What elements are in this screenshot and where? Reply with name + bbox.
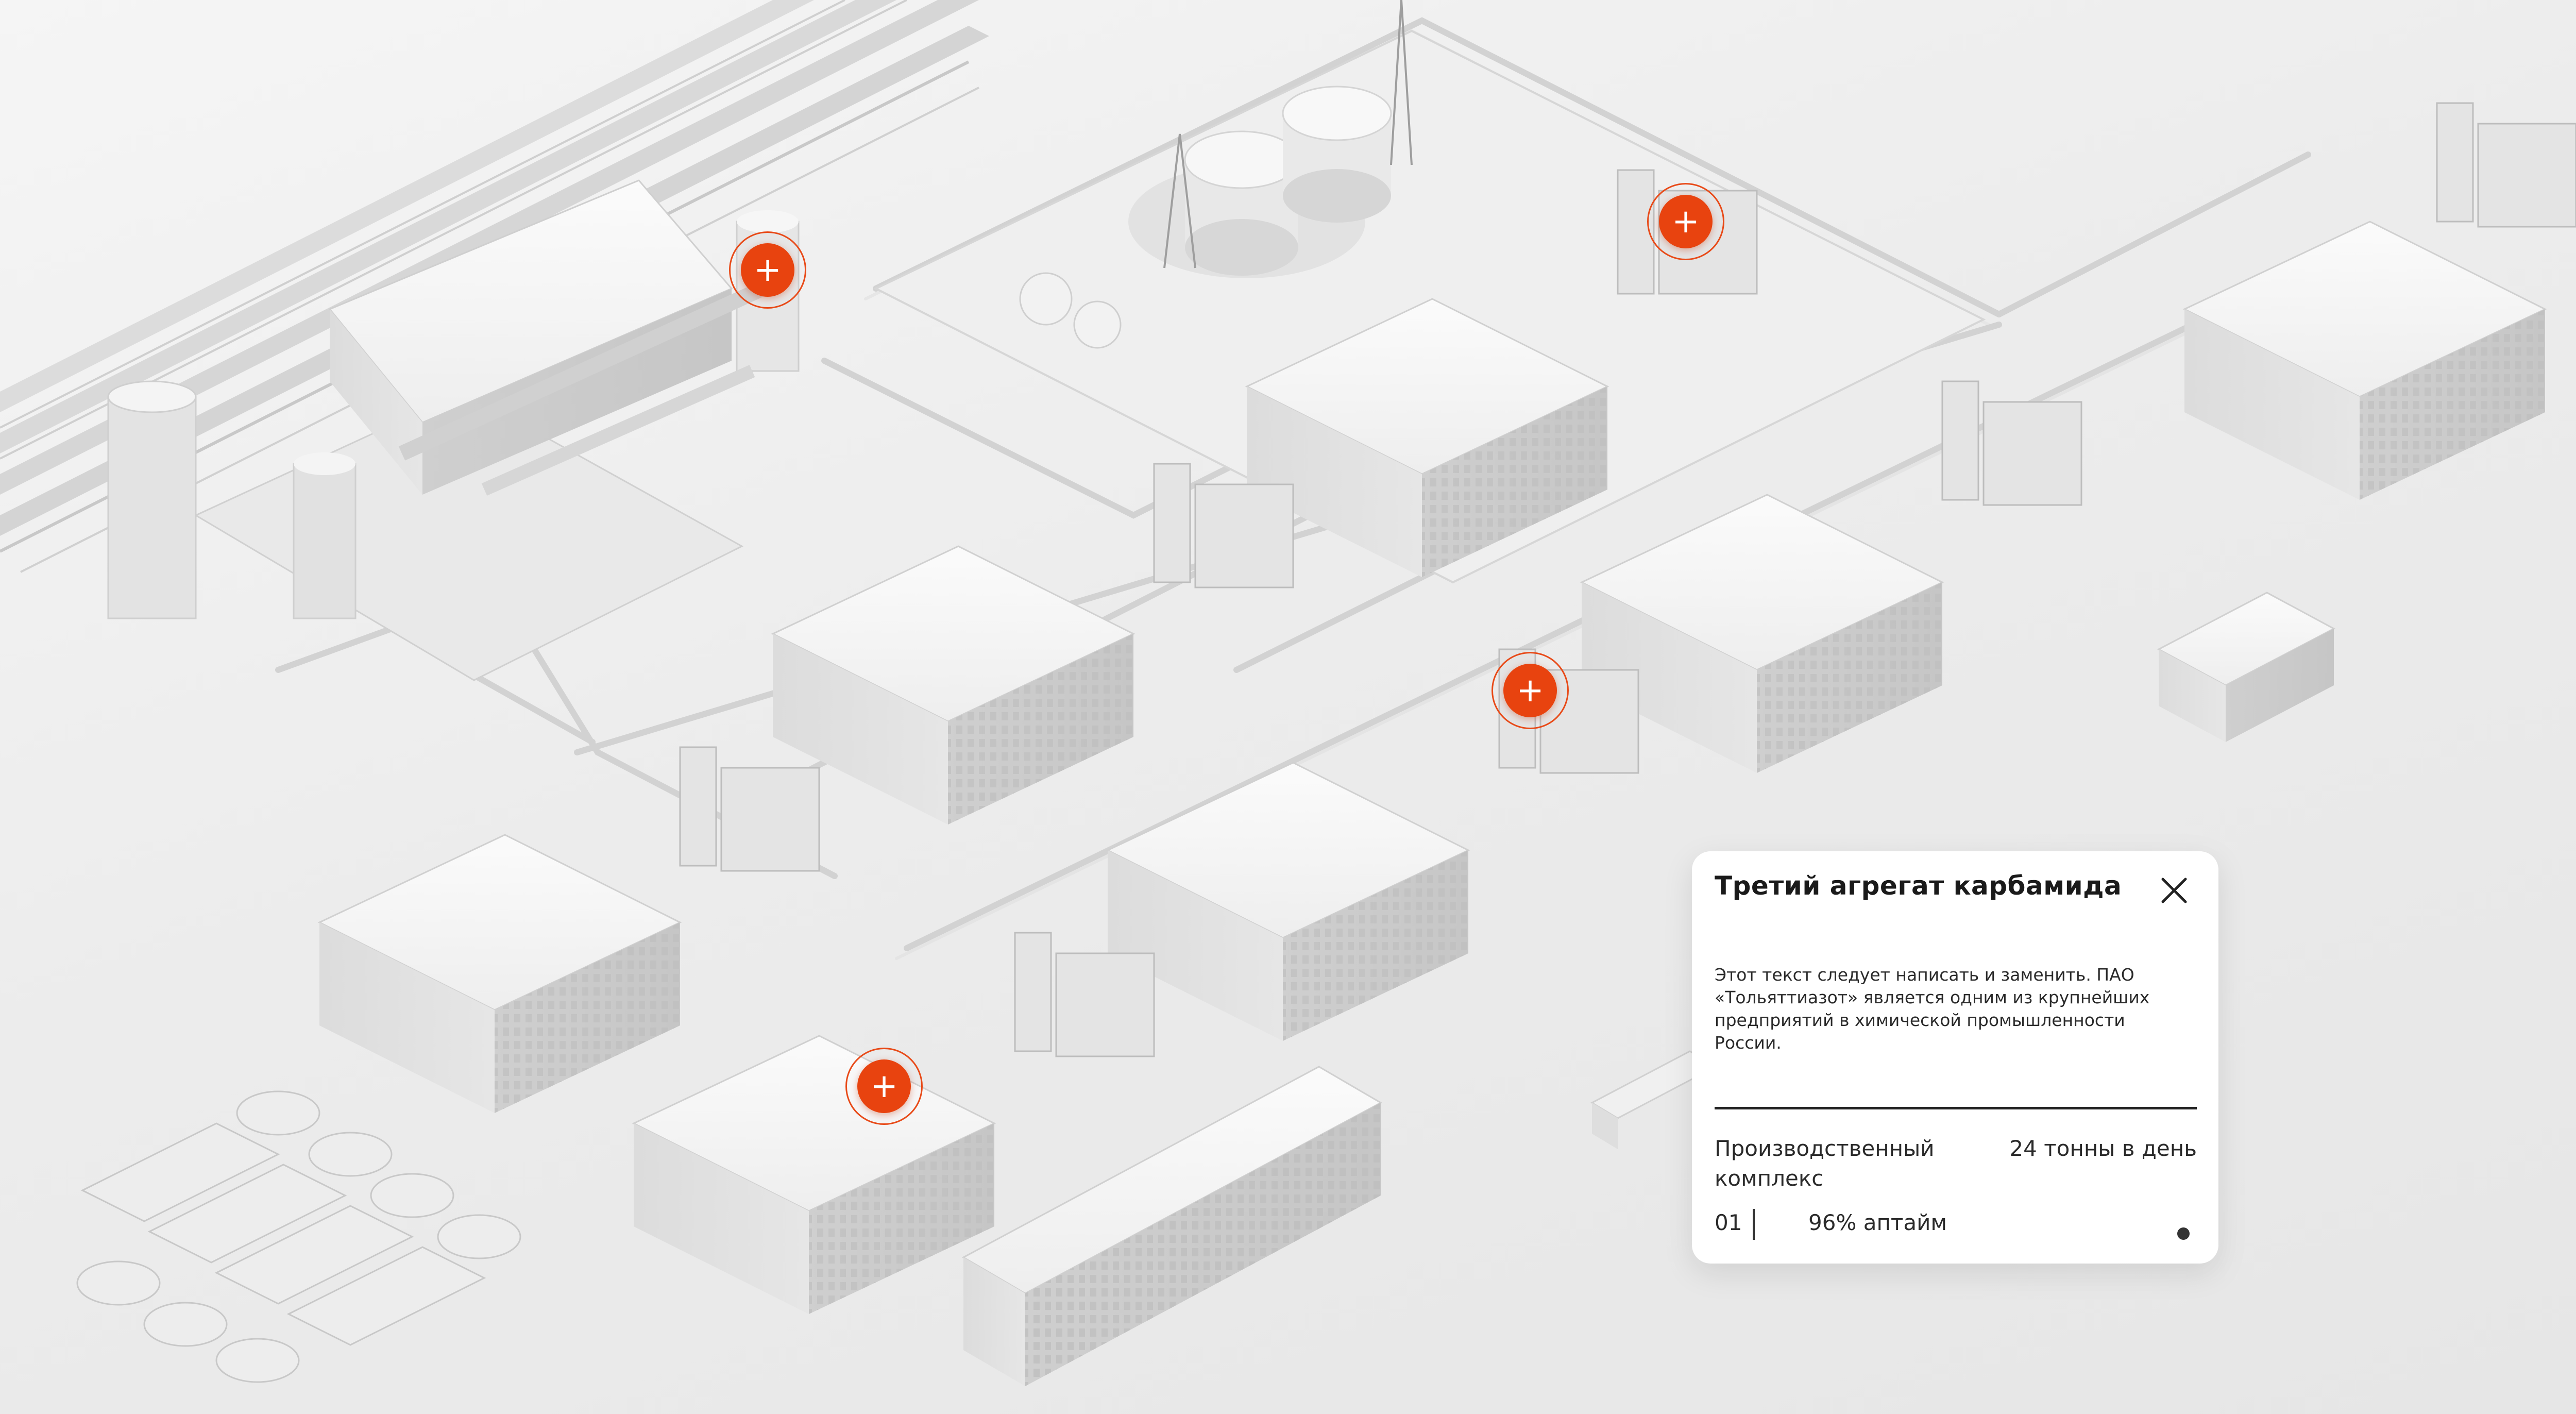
unit-index: 01: [1715, 1210, 1742, 1235]
info-card-divider: [1715, 1107, 2197, 1109]
info-card-description: Этот текст следует написать и заменить. …: [1715, 965, 2150, 1053]
index-separator: [1753, 1209, 1755, 1240]
plus-icon: +: [741, 243, 794, 297]
info-card-title: Третий агрегат карбамида: [1715, 871, 2122, 901]
close-icon: [2161, 878, 2187, 903]
hotspot-middle-unit[interactable]: +: [1492, 652, 1569, 729]
hotspot-upper-unit[interactable]: +: [1647, 183, 1724, 260]
pagination-dot[interactable]: [2177, 1227, 2190, 1240]
plus-icon: +: [1503, 664, 1557, 717]
close-button[interactable]: [2158, 874, 2191, 907]
water-treatment: [76, 1090, 521, 1383]
hotspot-silo[interactable]: +: [729, 231, 806, 309]
uptime-value: 96% аптайм: [1808, 1210, 1947, 1235]
office-buildings: [961, 592, 2336, 1386]
hotspot-lower-unit[interactable]: +: [845, 1048, 923, 1125]
capacity-value: 24 тонны в день: [2009, 1136, 2197, 1161]
info-card: Третий агрегат карбамида Этот текст след…: [1692, 851, 2218, 1264]
complex-label: Производственный комплекс: [1715, 1136, 1935, 1191]
plus-icon: +: [1659, 195, 1713, 248]
plus-icon: +: [857, 1059, 911, 1113]
